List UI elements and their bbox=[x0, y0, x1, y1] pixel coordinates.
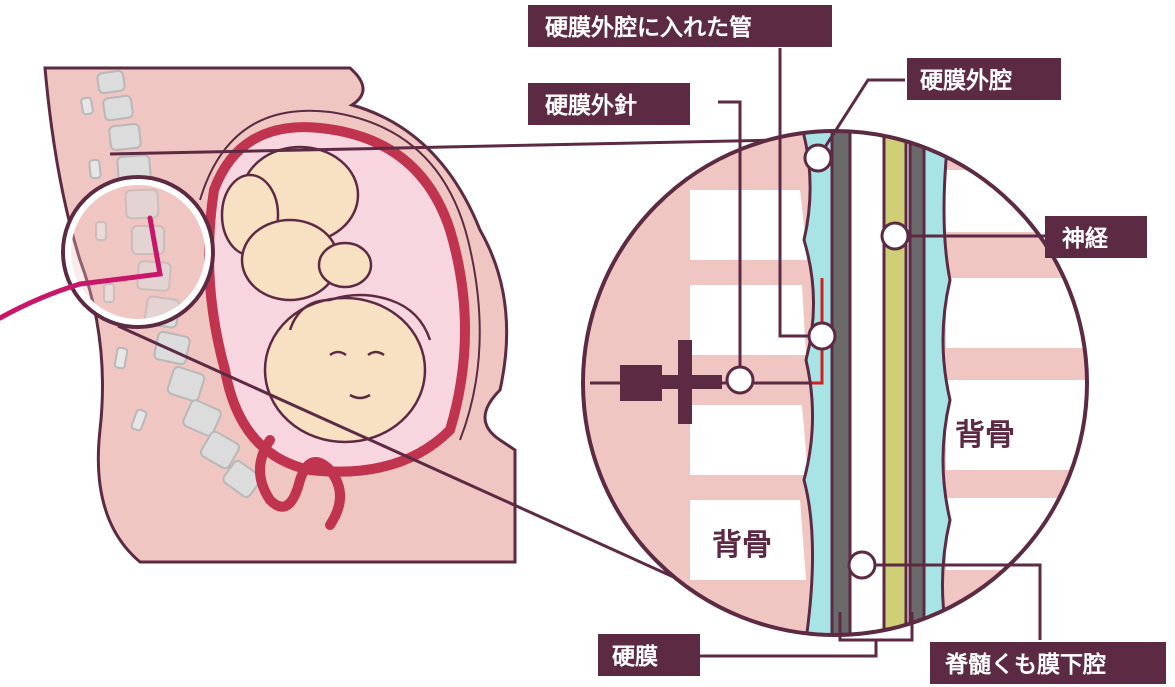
dura-right bbox=[910, 131, 924, 635]
label-epidural-space: 硬膜外腔 bbox=[907, 58, 1061, 100]
catheter-line-left bbox=[0, 215, 163, 321]
baby-figure bbox=[220, 145, 432, 444]
zoom-circle bbox=[581, 129, 1089, 637]
svg-text:神経: 神経 bbox=[1062, 225, 1109, 252]
epidural-needle-syringe bbox=[590, 340, 822, 424]
svg-text:硬膜外針: 硬膜外針 bbox=[545, 92, 637, 119]
bone-label-left: 背骨 bbox=[712, 528, 772, 563]
magnifier-ring bbox=[61, 175, 215, 329]
nerve-band bbox=[884, 131, 906, 635]
svg-text:硬膜: 硬膜 bbox=[612, 644, 658, 670]
label-dura: 硬膜 bbox=[598, 634, 700, 676]
spine-processes bbox=[80, 96, 148, 432]
svg-text:硬膜外腔: 硬膜外腔 bbox=[920, 67, 1012, 94]
svg-text:脊髄くも膜下腔: 脊髄くも膜下腔 bbox=[944, 651, 1106, 678]
spine-column bbox=[96, 69, 262, 498]
bone-label-right: 背骨 bbox=[955, 418, 1015, 453]
label-nerve: 神経 bbox=[1045, 216, 1147, 258]
body-section bbox=[0, 66, 517, 564]
label-epidural-needle: 硬膜外針 bbox=[528, 83, 690, 125]
umbilical-cord bbox=[255, 435, 345, 530]
callout-dots bbox=[725, 143, 910, 580]
label-catheter: 硬膜外腔に入れた管 bbox=[528, 5, 832, 47]
catheter-line-zoom bbox=[812, 278, 824, 385]
svg-text:硬膜外腔に入れた管: 硬膜外腔に入れた管 bbox=[545, 14, 752, 41]
label-subarachnoid: 脊髄くも膜下腔 bbox=[930, 642, 1166, 684]
uterus-outer-line bbox=[199, 109, 481, 441]
dura-left bbox=[832, 131, 850, 635]
vertebra-blocks-left bbox=[690, 190, 808, 580]
